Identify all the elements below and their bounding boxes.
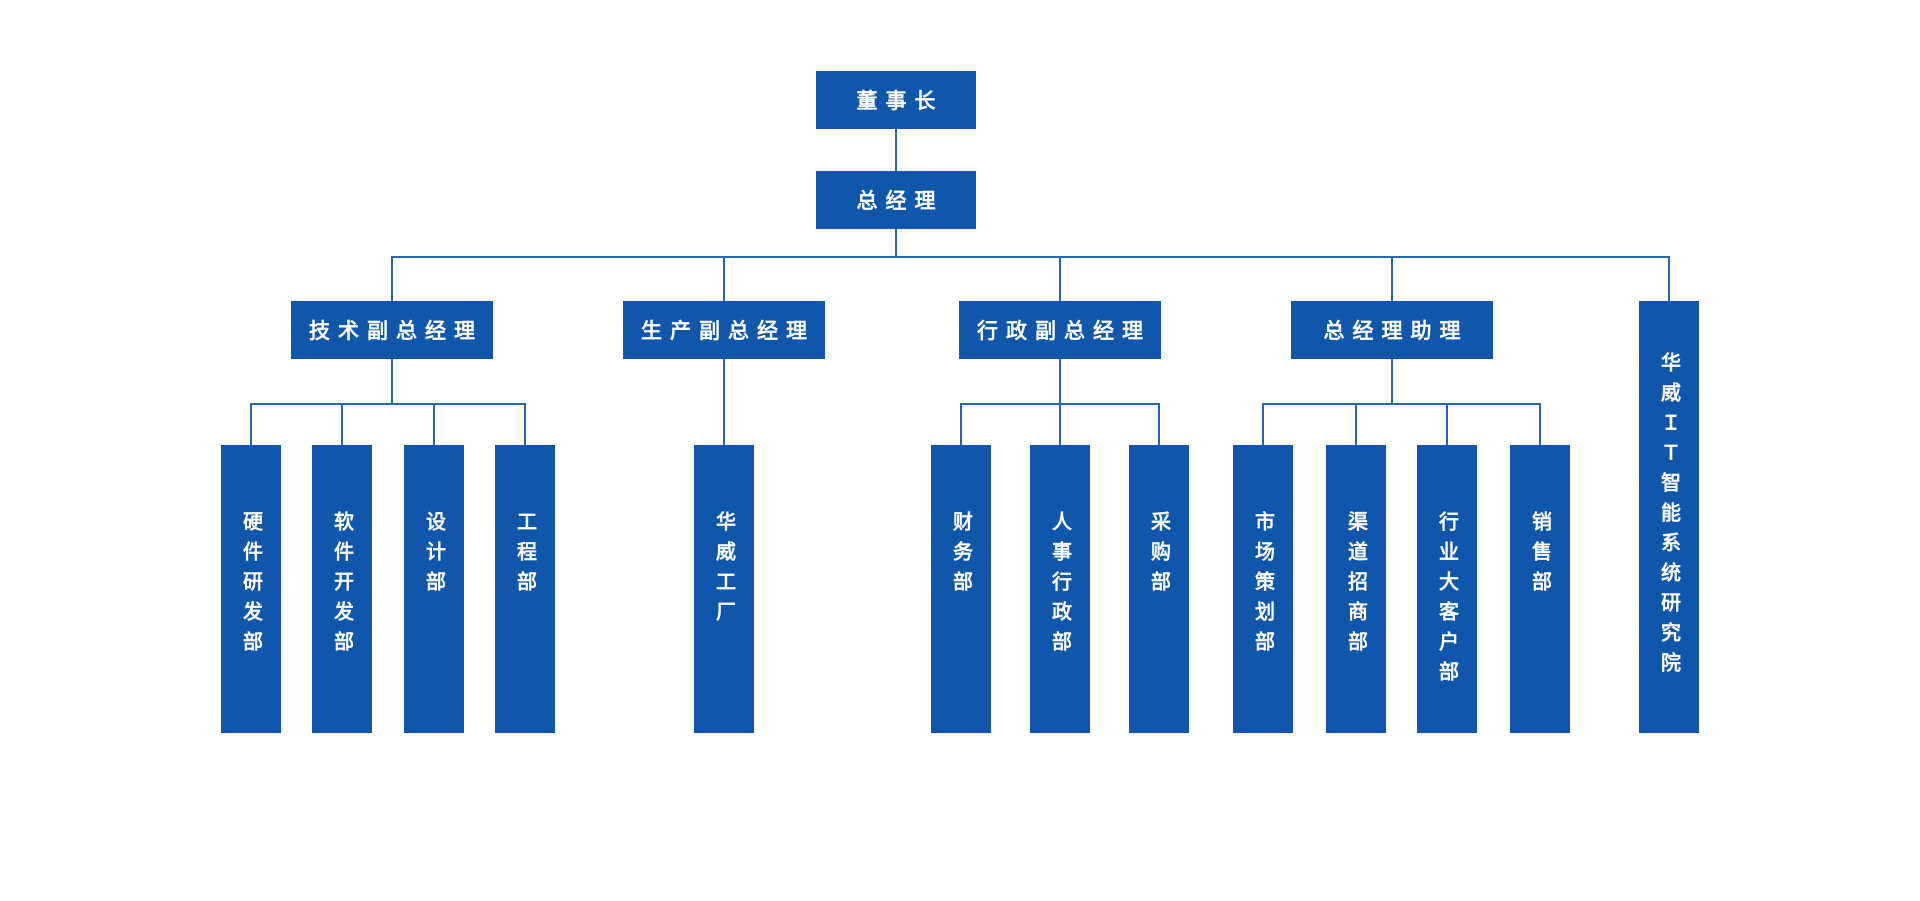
connector-main-bus (392, 256, 1670, 258)
connector-drop-key-accounts (1446, 403, 1448, 445)
connector-drop-marketing (1262, 403, 1264, 445)
connector-drop-finance (960, 403, 962, 445)
connector-drop-sales (1539, 403, 1541, 445)
node-marketing-planning-dept: 市场策划部 (1233, 445, 1293, 733)
node-procurement-dept: 采购部 (1129, 445, 1189, 733)
connector-drop-procurement (1158, 403, 1160, 445)
connector-drop-design (433, 403, 435, 445)
connector-drop-research-institute (1668, 256, 1670, 301)
connector-drop-hardware (250, 403, 252, 445)
connector-admin-bus (961, 403, 1160, 405)
node-general-manager: 总经理 (816, 171, 976, 229)
connector-admin-stem (1059, 359, 1061, 404)
connector-drop-channel (1355, 403, 1357, 445)
node-hardware-rd-dept: 硬件研发部 (221, 445, 281, 733)
connector-drop-tech-vice-gm (391, 256, 393, 301)
connector-drop-gm-assistant (1391, 256, 1393, 301)
node-chairman: 董事长 (816, 71, 976, 129)
connector-assistant-stem (1391, 359, 1393, 404)
connector-drop-engineering (524, 403, 526, 445)
node-sales-dept: 销售部 (1510, 445, 1570, 733)
node-engineering-dept: 工程部 (495, 445, 555, 733)
connector-gm-riser (895, 229, 897, 257)
node-production-vice-gm: 生产副总经理 (623, 301, 825, 359)
connector-drop-hr-admin (1059, 403, 1061, 445)
node-hr-admin-dept: 人事行政部 (1030, 445, 1090, 733)
node-channel-investment-dept: 渠道招商部 (1326, 445, 1386, 733)
connector-drop-production-vice-gm (723, 256, 725, 301)
node-design-dept: 设计部 (404, 445, 464, 733)
connector-tech-bus (251, 403, 526, 405)
node-admin-vice-gm: 行政副总经理 (959, 301, 1161, 359)
node-it-research-institute: 华威ＩＴ智能系统研究院 (1639, 301, 1699, 733)
node-tech-vice-gm: 技术副总经理 (291, 301, 493, 359)
node-software-dev-dept: 软件开发部 (312, 445, 372, 733)
connector-tech-stem (391, 359, 393, 404)
connector-drop-admin-vice-gm (1059, 256, 1061, 301)
node-finance-dept: 财务部 (931, 445, 991, 733)
node-gm-assistant: 总经理助理 (1291, 301, 1493, 359)
node-key-accounts-dept: 行业大客户部 (1417, 445, 1477, 733)
connector-chairman-gm (895, 129, 897, 171)
connector-assistant-bus (1263, 403, 1541, 405)
connector-production-factory (723, 359, 725, 445)
connector-drop-software (341, 403, 343, 445)
node-factory: 华威工厂 (694, 445, 754, 733)
